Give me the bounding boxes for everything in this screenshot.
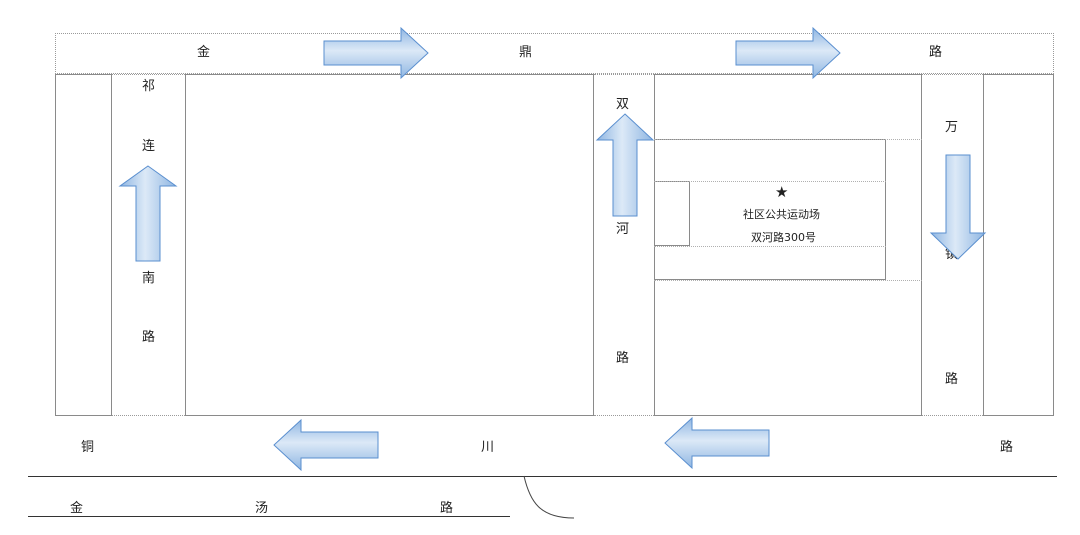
arrow-right-icon bbox=[735, 26, 841, 80]
jintang-road-char-3: 路 bbox=[440, 501, 454, 516]
tongchuan-road-char-2: 川 bbox=[481, 440, 495, 455]
jintang-road-underline bbox=[28, 516, 510, 517]
qilian-road-char-3: 南 bbox=[142, 271, 156, 286]
jintang-road-char-2: 汤 bbox=[255, 501, 269, 516]
jinding-road-char-1: 金 bbox=[197, 45, 211, 60]
jinding-road-char-2: 鼎 bbox=[519, 45, 533, 60]
arrow-up-icon bbox=[118, 165, 178, 262]
tongchuan-road-bottom-line bbox=[28, 476, 1057, 477]
wanzhen-road-char-1: 万 bbox=[945, 120, 959, 135]
shuanghe-road-char-3: 路 bbox=[616, 351, 630, 366]
arrow-left-icon bbox=[273, 418, 379, 472]
wanzhen-road-char-3: 路 bbox=[945, 372, 959, 387]
venue-name: 社区公共运动场 bbox=[743, 208, 820, 221]
qilian-road-band bbox=[112, 74, 185, 416]
wanzhen-road-band bbox=[922, 74, 983, 416]
venue-address: 双河路300号 bbox=[751, 231, 816, 244]
left-edge-block bbox=[55, 74, 112, 416]
qilian-road-char-4: 路 bbox=[142, 330, 156, 345]
sports-ground-entrance bbox=[654, 181, 690, 246]
west-block bbox=[185, 74, 594, 416]
jintang-road-char-1: 金 bbox=[70, 501, 84, 516]
right-edge-block bbox=[983, 74, 1054, 416]
road-curve bbox=[523, 475, 575, 519]
shuanghe-road-band bbox=[594, 74, 654, 416]
jinding-road-band bbox=[55, 33, 1054, 74]
venue-star-icon: ★ bbox=[775, 183, 789, 201]
arrow-down-icon bbox=[929, 154, 987, 260]
tongchuan-road-char-1: 铜 bbox=[81, 440, 95, 455]
arrow-left-icon bbox=[664, 416, 770, 470]
jinding-road-char-3: 路 bbox=[929, 45, 943, 60]
qilian-road-char-2: 连 bbox=[142, 139, 156, 154]
shuanghe-road-char-1: 双 bbox=[616, 97, 630, 112]
ground-dotted-line-3 bbox=[654, 246, 886, 247]
tongchuan-road-char-3: 路 bbox=[1000, 440, 1014, 455]
ground-dotted-line-1 bbox=[654, 139, 922, 140]
ground-dotted-line-2 bbox=[654, 181, 886, 182]
qilian-road-char-1: 祁 bbox=[142, 79, 156, 94]
shuanghe-road-char-2: 河 bbox=[616, 222, 630, 237]
arrow-up-icon bbox=[595, 113, 655, 217]
arrow-right-icon bbox=[323, 26, 429, 80]
ground-dotted-line-4 bbox=[654, 280, 922, 281]
